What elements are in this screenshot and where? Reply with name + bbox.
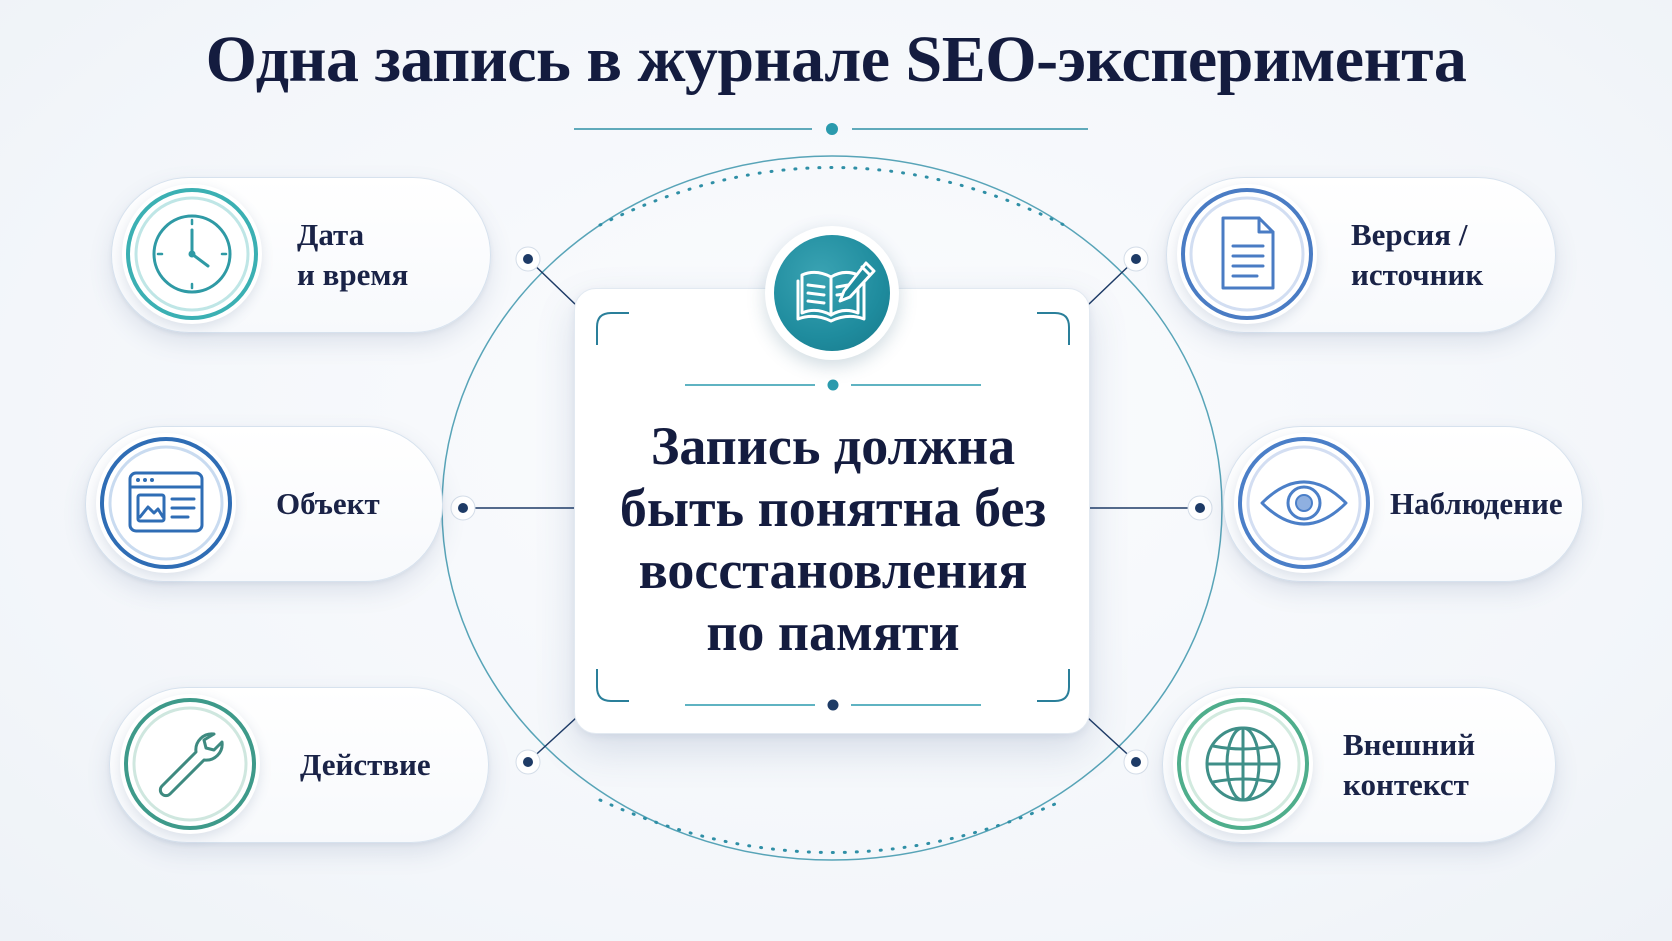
dot-datetime [515,246,541,272]
page-title: Одна запись в журнале SEO-эксперимента [205,23,1467,96]
item-label-line: Версия / [1351,217,1468,252]
dot-version [1123,246,1149,272]
item-label-line: Внешний [1343,727,1476,762]
dotted-arc-top [598,166,1066,227]
item-label-line: контекст [1343,767,1469,802]
item-label-line: Наблюдение [1390,486,1563,521]
center-line: быть понятна без [619,478,1047,538]
dot-observation [1187,495,1213,521]
item-card-object: Объект [85,426,443,582]
dot-context [1123,749,1149,775]
item-card-action: Действие [109,687,489,843]
center-line: восстановления [638,540,1028,600]
eye-icon [1238,437,1370,569]
item-label-line: Действие [300,747,431,782]
dot-object [450,495,476,521]
center-card-decor [596,312,1070,711]
item-label: Действие [300,745,431,785]
item-card-version: Версия / источник [1166,177,1556,333]
item-label-line: Объект [276,486,380,521]
item-label: Внешний контекст [1343,725,1475,805]
dot-action [515,749,541,775]
item-label-line: и время [297,257,409,292]
item-label: Дата и время [297,215,408,295]
item-card-observation: Наблюдение [1223,426,1583,582]
center-statement: Запись должна быть понятна без восстанов… [575,415,1091,663]
book-badge [765,226,899,360]
globe-icon [1177,698,1309,830]
center-card: Запись должна быть понятна без восстанов… [574,288,1090,734]
item-label: Объект [276,484,380,524]
icon-circle [1173,694,1313,834]
clock-icon [126,188,258,320]
title-separator-dot [826,123,838,135]
wrench-icon [124,698,256,830]
webpage-icon [100,437,232,569]
item-card-context: Внешний контекст [1162,687,1556,843]
item-label: Версия / источник [1351,215,1483,295]
item-label-line: Дата [297,217,365,252]
open-book-pen-icon [774,235,890,351]
icon-circle [120,694,260,834]
dotted-arc-bottom [598,798,1066,854]
icon-circle [96,433,236,573]
center-line: по памяти [706,602,960,662]
icon-circle [1177,184,1317,324]
document-icon [1181,188,1313,320]
item-label-line: источник [1351,257,1484,292]
item-card-datetime: Дата и время [111,177,491,333]
connector-dots [450,246,1213,775]
center-line: Запись должна [650,416,1016,476]
item-label: Наблюдение [1390,484,1563,524]
icon-circle [122,184,262,324]
icon-circle [1234,433,1374,573]
